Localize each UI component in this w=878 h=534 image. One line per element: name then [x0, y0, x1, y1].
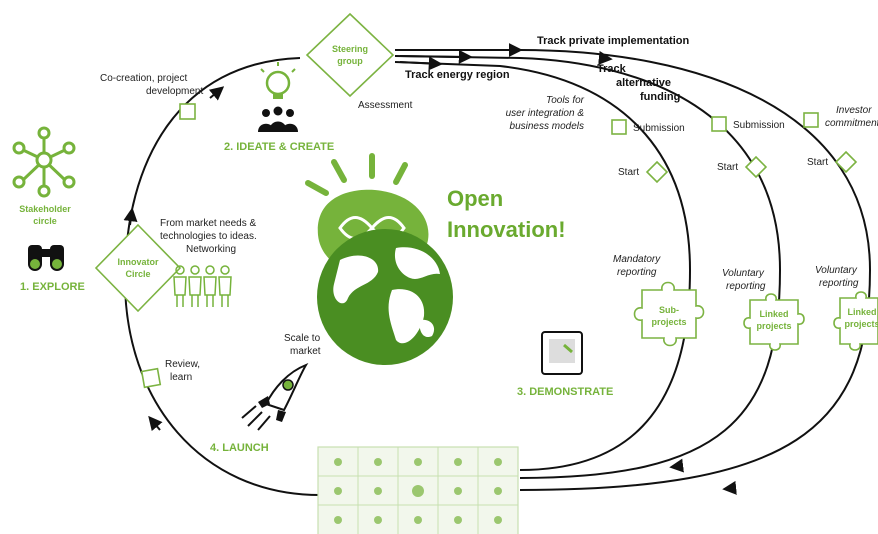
market-needs-label-2: technologies to ideas. [160, 231, 257, 242]
linked2-label-2: projects [844, 319, 878, 329]
rocket-icon [241, 363, 309, 431]
track-private-line [395, 49, 872, 491]
track-alternative-label-3: funding [640, 91, 680, 103]
review-label-1: Review, [165, 359, 200, 370]
scale-label-1: Scale to [284, 333, 321, 344]
network-icon [12, 126, 76, 198]
loop-arrow-top [208, 86, 225, 101]
stakeholder-label-1: Stakeholder [19, 204, 71, 214]
lightbulb-icon [260, 62, 296, 99]
voluntary2-label-2: reporting [819, 278, 859, 289]
voluntary1-label-1: Voluntary [722, 268, 765, 279]
steering-group-diamond: Steering group [305, 12, 395, 98]
demonstrate-label: 3. DEMONSTRATE [517, 386, 613, 398]
voluntary2-label-1: Voluntary [815, 265, 858, 276]
start-diamond-1 [645, 160, 669, 184]
ideate-label: 2. IDEATE & CREATE [224, 141, 334, 153]
tools-label-1: Tools for [546, 95, 585, 106]
linked-projects-puzzle-1: Linked projects [743, 293, 805, 351]
tablet-icon [541, 331, 583, 375]
start-label-1: Start [618, 167, 639, 178]
mandatory-label-1: Mandatory [613, 254, 661, 265]
track-alternative-label-2: alternative [616, 77, 671, 89]
innovator-label-2: Circle [125, 269, 150, 279]
investor-box [803, 112, 819, 128]
assessment-label: Assessment [358, 100, 413, 111]
linked1-label-2: projects [756, 321, 791, 331]
steering-label-1: Steering [332, 44, 368, 54]
open-innovation-title-2: Innovation! [447, 217, 566, 242]
crowd-icon [173, 265, 232, 307]
launch-label: 4. LAUNCH [210, 442, 269, 454]
market-needs-label-1: From market needs & [160, 218, 256, 229]
cocreation-label-2: development [146, 86, 203, 97]
innovator-circle-diamond: Innovator Circle [94, 223, 182, 313]
steering-label-2: group [337, 56, 363, 66]
start-diamond-3 [834, 150, 858, 174]
tools-label-3: business models [510, 121, 584, 132]
track-energy-label: Track energy region [405, 69, 510, 81]
sub-projects-label-2: projects [651, 317, 686, 327]
track-alternative-line [394, 55, 782, 479]
innovator-label-1: Innovator [117, 257, 158, 267]
globe-icon [317, 229, 453, 365]
mandatory-label-2: reporting [617, 267, 657, 278]
explore-label: 1. EXPLORE [20, 281, 85, 293]
investor-label-1: Investor [836, 105, 872, 116]
start-diamond-2 [744, 155, 768, 179]
loop-arrow-left [123, 207, 138, 226]
review-box [140, 367, 162, 389]
voluntary1-label-2: reporting [726, 281, 766, 292]
sub-projects-label-1: Sub- [659, 305, 679, 315]
people-icon [258, 106, 298, 132]
start-label-2: Start [717, 162, 738, 173]
linked1-label-1: Linked [759, 309, 788, 319]
start-label-3: Start [807, 157, 828, 168]
track-arrow-4 [598, 50, 613, 65]
submission-box-2 [711, 116, 727, 132]
review-label-2: learn [170, 372, 192, 383]
market-needs-label-3: Networking [186, 244, 236, 255]
cocreation-label-1: Co-creation, project [100, 73, 187, 84]
linked-projects-puzzle-2: Linked projects [833, 291, 878, 351]
projects-puzzle-panel [317, 446, 519, 534]
open-innovation-title-1: Open [447, 186, 503, 211]
submission-label-2: Submission [733, 120, 785, 131]
stakeholder-label-2: circle [33, 216, 57, 226]
track-energy-line [394, 61, 692, 471]
track-arrow-3 [399, 56, 443, 71]
cocreation-box [179, 103, 196, 120]
loop-arrow-bottom [148, 415, 163, 432]
track-return-arrow-2 [669, 458, 684, 473]
track-private-label: Track private implementation [537, 35, 689, 47]
sub-projects-puzzle: Sub- projects [633, 281, 705, 347]
track-return-arrow-1 [722, 480, 737, 495]
submission-label-1: Submission [633, 123, 685, 134]
track-alternative-label-1: Track [597, 63, 627, 75]
track-arrow-2 [399, 49, 473, 64]
submission-box-1 [611, 119, 627, 135]
binoculars-icon [28, 245, 64, 271]
investor-label-2: commitment [825, 118, 878, 129]
tools-label-2: user integration & [506, 108, 585, 119]
scale-label-2: market [290, 346, 321, 357]
linked2-label-1: Linked [847, 307, 876, 317]
